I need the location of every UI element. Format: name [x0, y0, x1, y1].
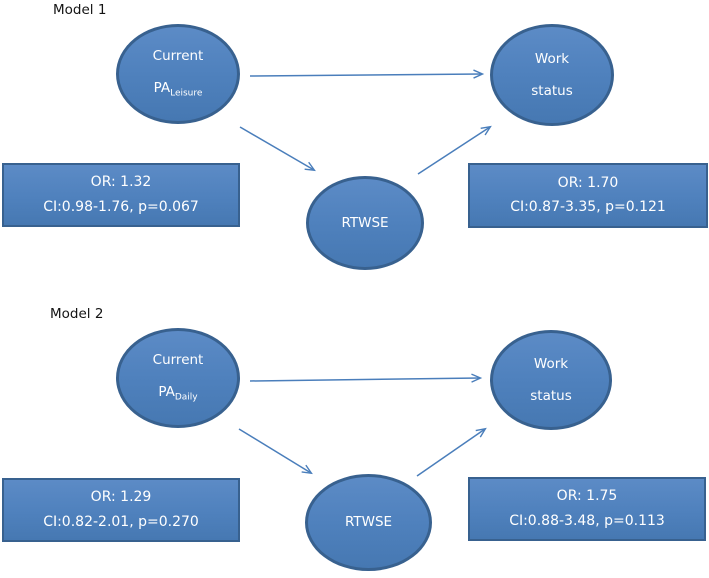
- predictor-line1-m2: Current: [152, 352, 204, 369]
- arrow-predictor-to-mediator-m2: [238, 428, 313, 475]
- stats-box-left-m1: OR: 1.32 CI:0.98-1.76, p=0.067: [2, 163, 240, 227]
- mediator-label-m2: RTWSE: [344, 514, 393, 531]
- predictor-subscript-m1: Leisure: [170, 88, 203, 99]
- outcome-line1-m2: Work: [533, 355, 569, 372]
- predictor-line2-m2: PADaily: [158, 384, 198, 403]
- mediator-label-m1: RTWSE: [341, 214, 389, 231]
- stats-box-right-m1: OR: 1.70 CI:0.87-3.35, p=0.121: [468, 163, 708, 228]
- arrow-mediator-to-outcome-m2: [416, 427, 487, 477]
- model-1-label: Model 1: [53, 2, 107, 18]
- predictor-ellipse-m2: Current PADaily: [116, 328, 240, 428]
- or-value-right-m1: OR: 1.70: [557, 174, 619, 191]
- predictor-line1-m1: Current: [152, 48, 204, 65]
- or-value-right-m2: OR: 1.75: [556, 488, 618, 505]
- or-value-left-m2: OR: 1.29: [90, 489, 152, 506]
- stats-box-left-m2: OR: 1.29 CI:0.82-2.01, p=0.270: [2, 478, 240, 542]
- arrow-direct-m2: [249, 373, 483, 383]
- arrow-predictor-to-mediator-m1: [239, 126, 316, 172]
- outcome-ellipse-m2: Work status: [490, 330, 612, 430]
- outcome-line1-m1: Work: [534, 50, 570, 67]
- predictor-subscript-m2: Daily: [174, 392, 198, 403]
- predictor-line2-m1: PALeisure: [153, 80, 203, 99]
- arrow-direct-m1: [249, 69, 485, 79]
- or-value-left-m1: OR: 1.32: [90, 174, 152, 191]
- ci-value-left-m1: CI:0.98-1.76, p=0.067: [43, 198, 199, 215]
- ci-value-right-m1: CI:0.87-3.35, p=0.121: [510, 199, 666, 215]
- outcome-line2-m2: status: [530, 387, 572, 404]
- mediator-ellipse-m1: RTWSE: [306, 176, 424, 270]
- model-2-label: Model 2: [50, 306, 104, 322]
- outcome-line2-m1: status: [531, 82, 573, 99]
- mediator-ellipse-m2: RTWSE: [305, 474, 432, 571]
- predictor-ellipse-m1: Current PALeisure: [116, 24, 240, 124]
- ci-value-left-m2: CI:0.82-2.01, p=0.270: [43, 513, 199, 530]
- stats-box-right-m2: OR: 1.75 CI:0.88-3.48, p=0.113: [468, 477, 706, 541]
- ci-value-right-m2: CI:0.88-3.48, p=0.113: [509, 512, 665, 529]
- outcome-ellipse-m1: Work status: [490, 24, 614, 126]
